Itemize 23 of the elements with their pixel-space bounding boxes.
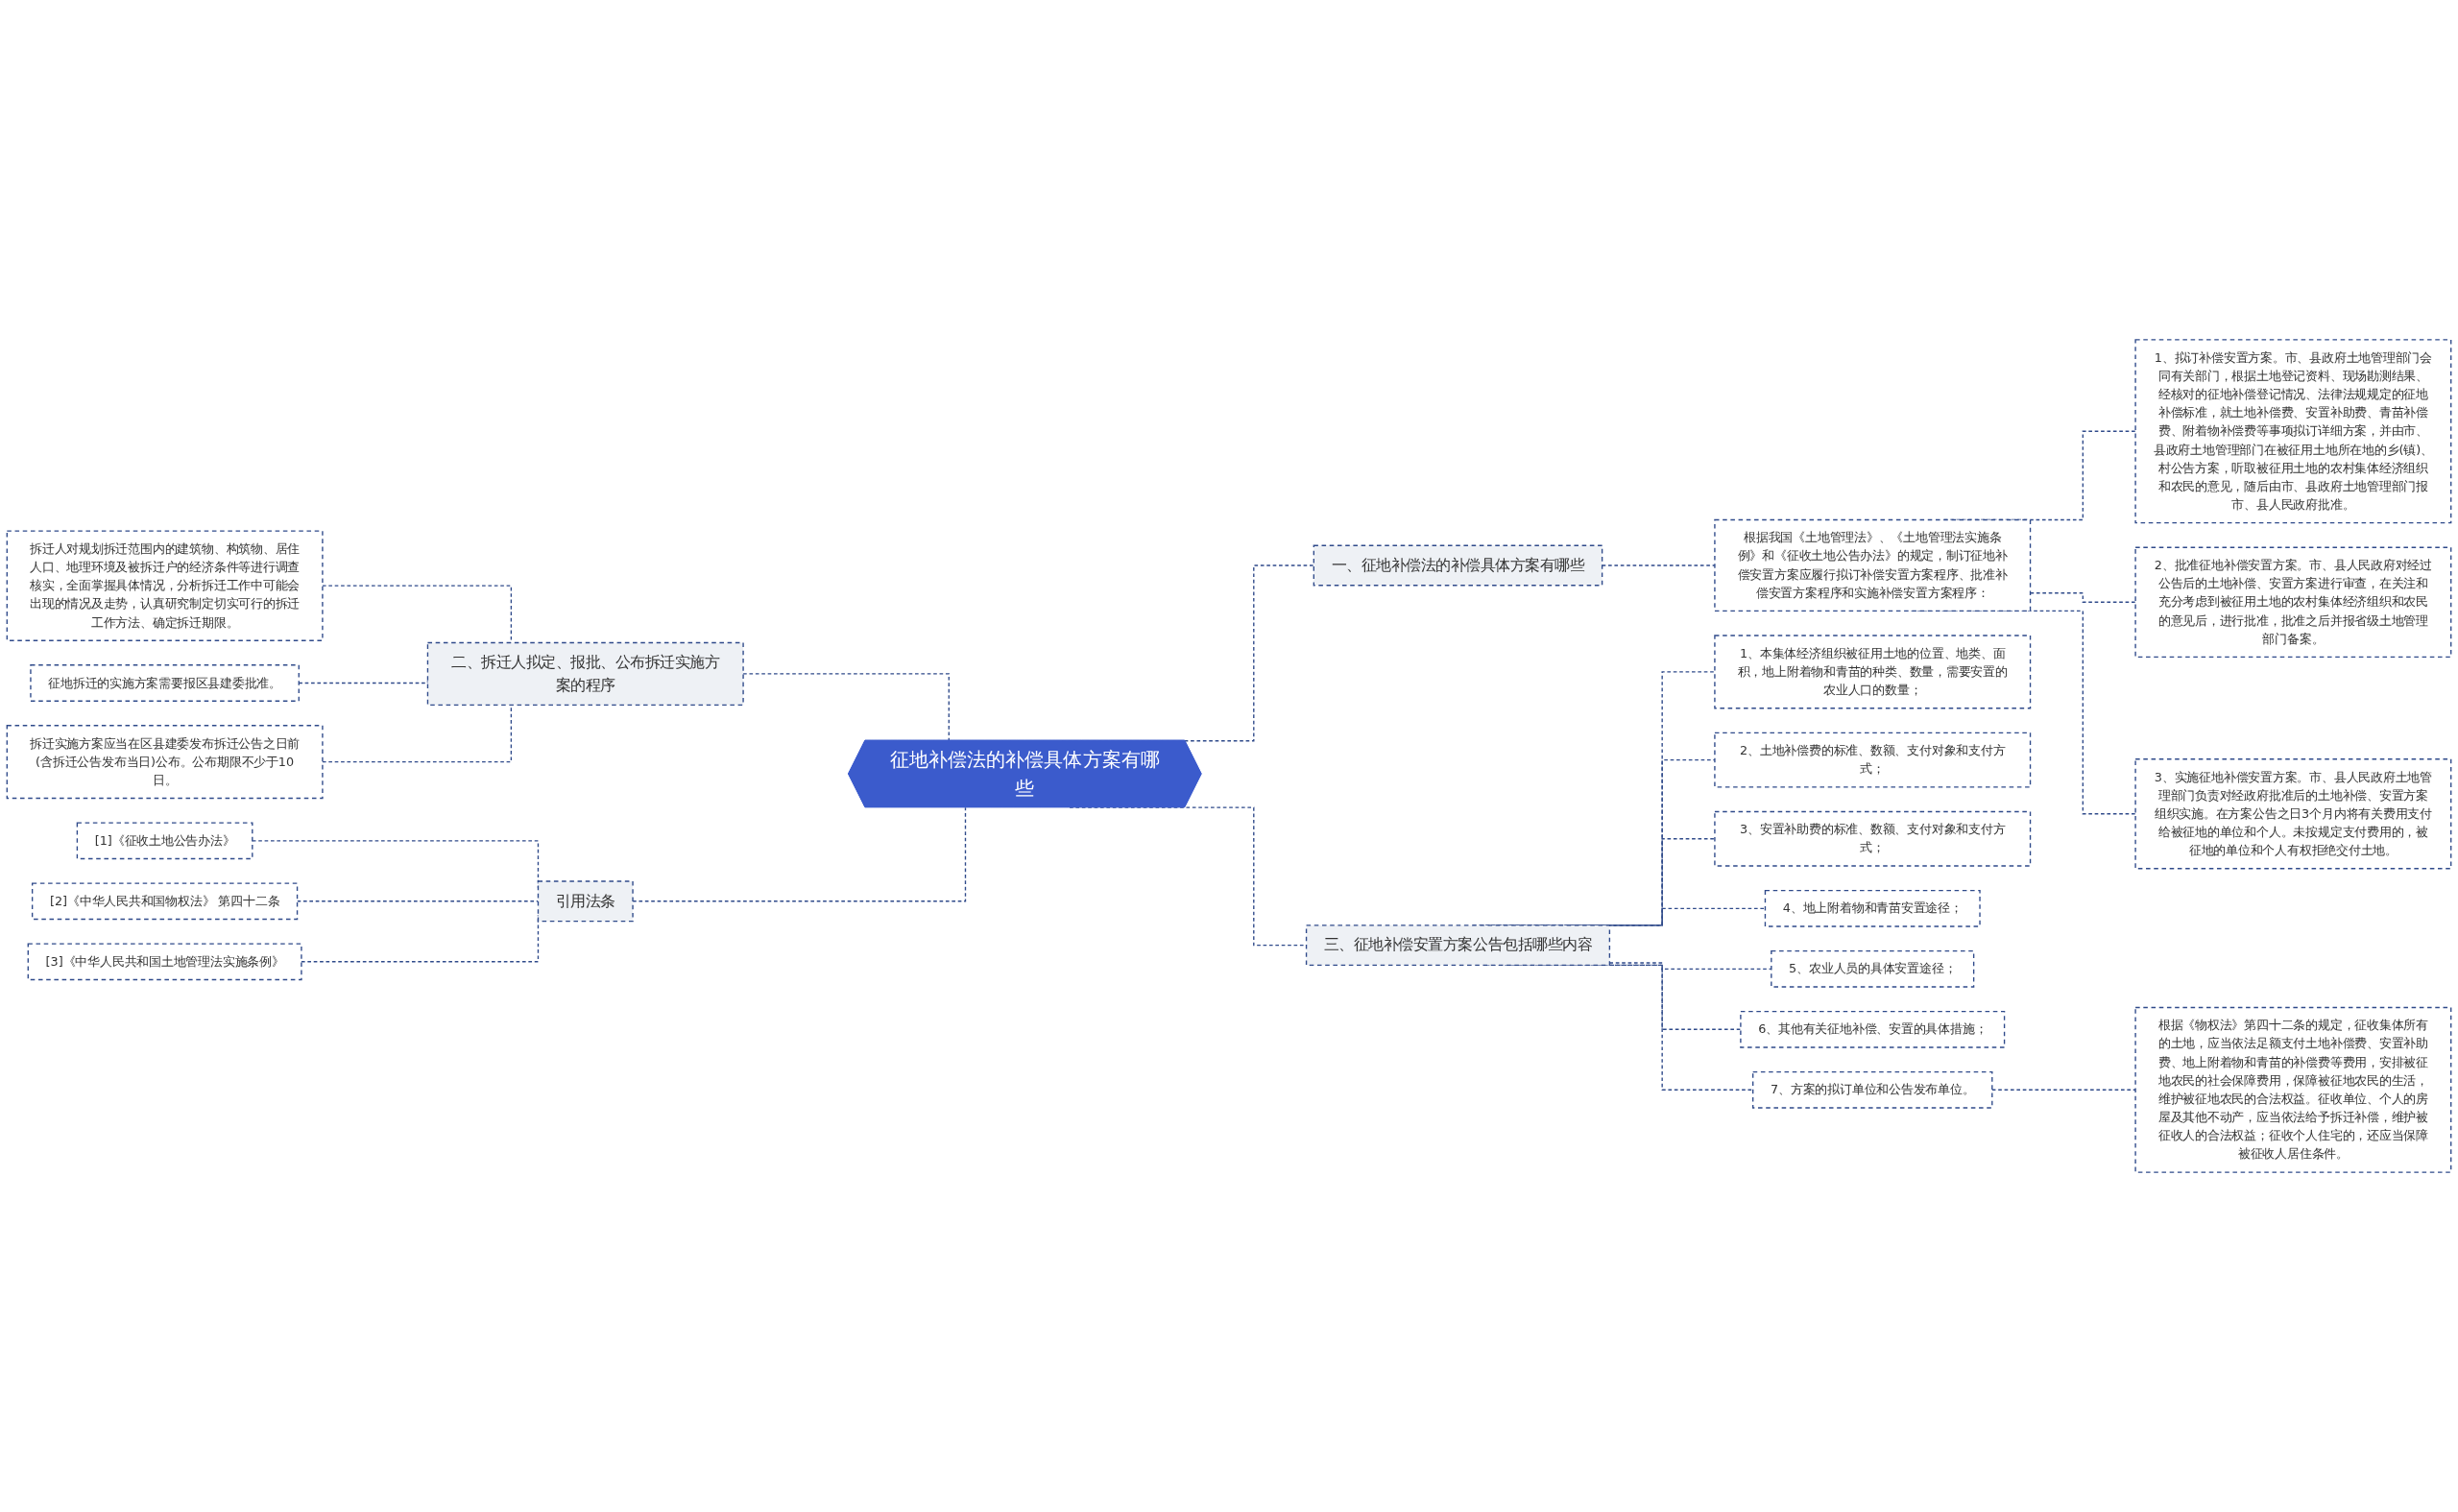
node-box: 引用法条 bbox=[537, 880, 634, 923]
node-box: 7、方案的拟订单位和公告发布单位。 bbox=[1752, 1070, 1993, 1109]
node-box: 拆迁实施方案应当在区县建委发布拆迁公告之日前(含拆迁公告发布当日)公布。公布期限不少于10日。 bbox=[6, 725, 324, 800]
node-box: [3]《中华人民共和国土地管理法实施条例》 bbox=[27, 943, 302, 981]
node-box: 3、实施征地补偿安置方案。市、县人民政府土地管理部门负责对经政府批准后的土地补偿、安置方案组织实施。在方案公告之日3个月内将有关费用支付给被征地的单位和个人。未按规定支付费用的，被征地的单位和个人有权拒绝交付土地。 bbox=[2134, 758, 2452, 870]
node-box: 4、地上附着物和青苗安置途径； bbox=[1764, 889, 1981, 927]
node-box: 征地拆迁的实施方案需要报区县建委批准。 bbox=[30, 664, 300, 702]
node-box: 二、拆迁人拟定、报批、公布拆迁实施方案的程序 bbox=[426, 641, 744, 706]
node-box: 根据我国《土地管理法》、《土地管理法实施条例》和《征收土地公告办法》的规定，制订征地补偿安置方案应履行拟订补偿安置方案程序、批准补偿安置方案程序和实施补偿安置方案程序： bbox=[1714, 518, 2032, 612]
node-box: [1]《征收土地公告办法》 bbox=[76, 822, 253, 860]
connector bbox=[1991, 1089, 2136, 1091]
node-box: 2、土地补偿费的标准、数额、支付对象和支付方式； bbox=[1714, 732, 2032, 788]
node-box: 3、安置补助费的标准、数额、支付对象和支付方式； bbox=[1714, 810, 2032, 867]
node-box: 1、本集体经济组织被征用土地的位置、地类、面积，地上附着物和青苗的种类、数量，需要安置的农业人口的数量； bbox=[1714, 635, 2032, 709]
node-box: 2、批准征地补偿安置方案。市、县人民政府对经过公告后的土地补偿、安置方案进行审查，在关注和充分考虑到被征用土地的农村集体经济组织和农民的意见后，进行批准，批准之后并报省级土地管理部门备案。 bbox=[2134, 546, 2452, 659]
node-box: 1、拟订补偿安置方案。市、县政府土地管理部门会同有关部门，根据土地登记资料、现场勘测结果、经核对的征地补偿登记情况、法律法规规定的征地补偿标准，就土地补偿费、安置补助费、青苗补偿费、附着物补偿费等事项拟订详细方案，并由市、县政府土地管理部门在被征用土地所在地的乡(镇)、村公告方案，听取被征用土地的农村集体经济组织和农民的意见，随后由市、县政府土地管理部门报市、县人民政府批准。 bbox=[2134, 339, 2452, 524]
node-box: [2]《中华人民共和国物权法》 第四十二条 bbox=[31, 882, 299, 921]
node-box: 根据《物权法》第四十二条的规定，征收集体所有的土地，应当依法足额支付土地补偿费、安置补助费、地上附着物和青苗的补偿费等费用，安排被征地农民的社会保障费用，保障被征地农民的生活，维护被征地农民的合法权益。征收单位、个人的房屋及其他不动产，应当依法给予拆迁补偿，维护被征收人的合法权益；征收个人住宅的，还应当保障被征收人居住条件。 bbox=[2134, 1006, 2452, 1173]
node-box: 三、征地补偿安置方案公告包括哪些内容 bbox=[1305, 924, 1611, 967]
node-box: 5、农业人员的具体安置途径； bbox=[1771, 949, 1975, 988]
node-box: 一、征地补偿法的补偿具体方案有哪些 bbox=[1313, 544, 1603, 587]
node-box: 6、其他有关征地补偿、安置的具体措施； bbox=[1740, 1010, 2006, 1048]
node-box: 拆迁人对规划拆迁范围内的建筑物、构筑物、居住人口、地理环境及被拆迁户的经济条件等进行调查核实，全面掌握具体情况，分析拆迁工作中可能会出现的情况及走势，认真研究制定切实可行的拆迁工作方法、确定拆迁期限。 bbox=[6, 530, 324, 641]
